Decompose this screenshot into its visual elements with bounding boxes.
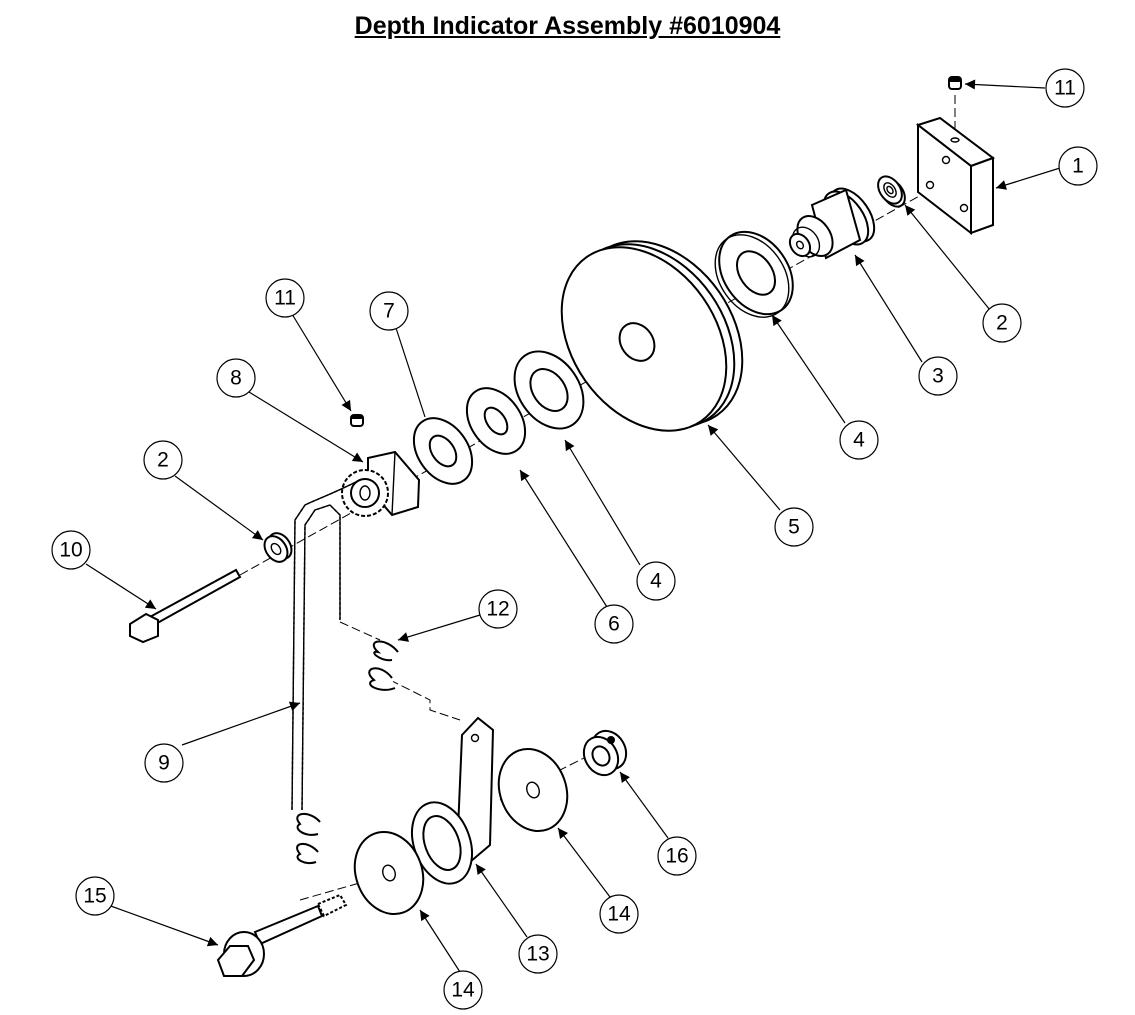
callout-11-top: 11 — [1045, 68, 1085, 108]
callout-4-left: 4 — [636, 561, 676, 601]
mounting-block — [915, 116, 996, 236]
callout-14-left: 14 — [443, 970, 483, 1010]
washer-6 — [465, 387, 527, 455]
indicator-arm — [411, 716, 495, 885]
callout-12: 12 — [478, 589, 518, 629]
washer-14-left — [353, 830, 425, 916]
chain — [291, 479, 361, 811]
svg-text:1: 1 — [1072, 155, 1084, 178]
svg-text:8: 8 — [230, 367, 242, 390]
set-screw-left — [350, 414, 364, 427]
callout-14-right: 14 — [599, 894, 639, 934]
shoulder-bolt — [216, 893, 348, 977]
svg-text:10: 10 — [59, 539, 82, 562]
svg-text:4: 4 — [650, 570, 662, 593]
svg-text:12: 12 — [486, 598, 509, 621]
callout-2-right: 2 — [982, 303, 1022, 343]
svg-text:13: 13 — [526, 943, 549, 966]
bearing-left — [263, 532, 293, 563]
shaft-collar — [582, 729, 628, 777]
svg-text:14: 14 — [607, 903, 631, 926]
svg-text:11: 11 — [274, 287, 296, 310]
svg-text:7: 7 — [383, 300, 395, 323]
sprocket — [341, 450, 421, 517]
callout-5: 5 — [774, 507, 814, 547]
diagram-title: Depth Indicator Assembly #6010904 — [354, 12, 781, 40]
callout-4-right: 4 — [839, 420, 879, 460]
long-bolt — [129, 568, 242, 644]
callout-8: 8 — [216, 358, 256, 398]
svg-text:14: 14 — [451, 979, 475, 1002]
washer-14-right — [497, 747, 569, 833]
svg-text:3: 3 — [932, 365, 944, 388]
washer-right — [714, 230, 794, 318]
callout-1: 1 — [1058, 146, 1098, 186]
callout-16: 16 — [657, 836, 697, 876]
svg-text:4: 4 — [853, 429, 865, 452]
callout-11-left: 11 — [265, 278, 305, 318]
callout-2-left: 2 — [143, 440, 183, 480]
svg-text:2: 2 — [996, 312, 1008, 335]
pulley — [560, 240, 744, 432]
svg-text:2: 2 — [157, 449, 169, 472]
washer-7 — [412, 417, 474, 485]
svg-text:5: 5 — [788, 516, 800, 539]
callout-10: 10 — [51, 530, 91, 570]
svg-text:6: 6 — [608, 613, 620, 636]
callout-7: 7 — [369, 291, 409, 331]
callout-13: 13 — [518, 934, 558, 974]
callout-9: 9 — [144, 743, 184, 783]
bearing-right — [877, 175, 906, 208]
svg-text:9: 9 — [158, 752, 170, 775]
svg-text:16: 16 — [665, 845, 688, 868]
callout-leaders — [85, 79, 1061, 973]
svg-text:11: 11 — [1054, 77, 1076, 100]
washer-left — [513, 350, 585, 430]
svg-text:15: 15 — [83, 885, 106, 908]
hub — [788, 187, 876, 260]
callout-3: 3 — [918, 356, 958, 396]
set-screw-top — [948, 76, 962, 90]
callout-15: 15 — [75, 876, 115, 916]
chain-clips — [296, 640, 399, 864]
callout-6: 6 — [594, 604, 634, 644]
